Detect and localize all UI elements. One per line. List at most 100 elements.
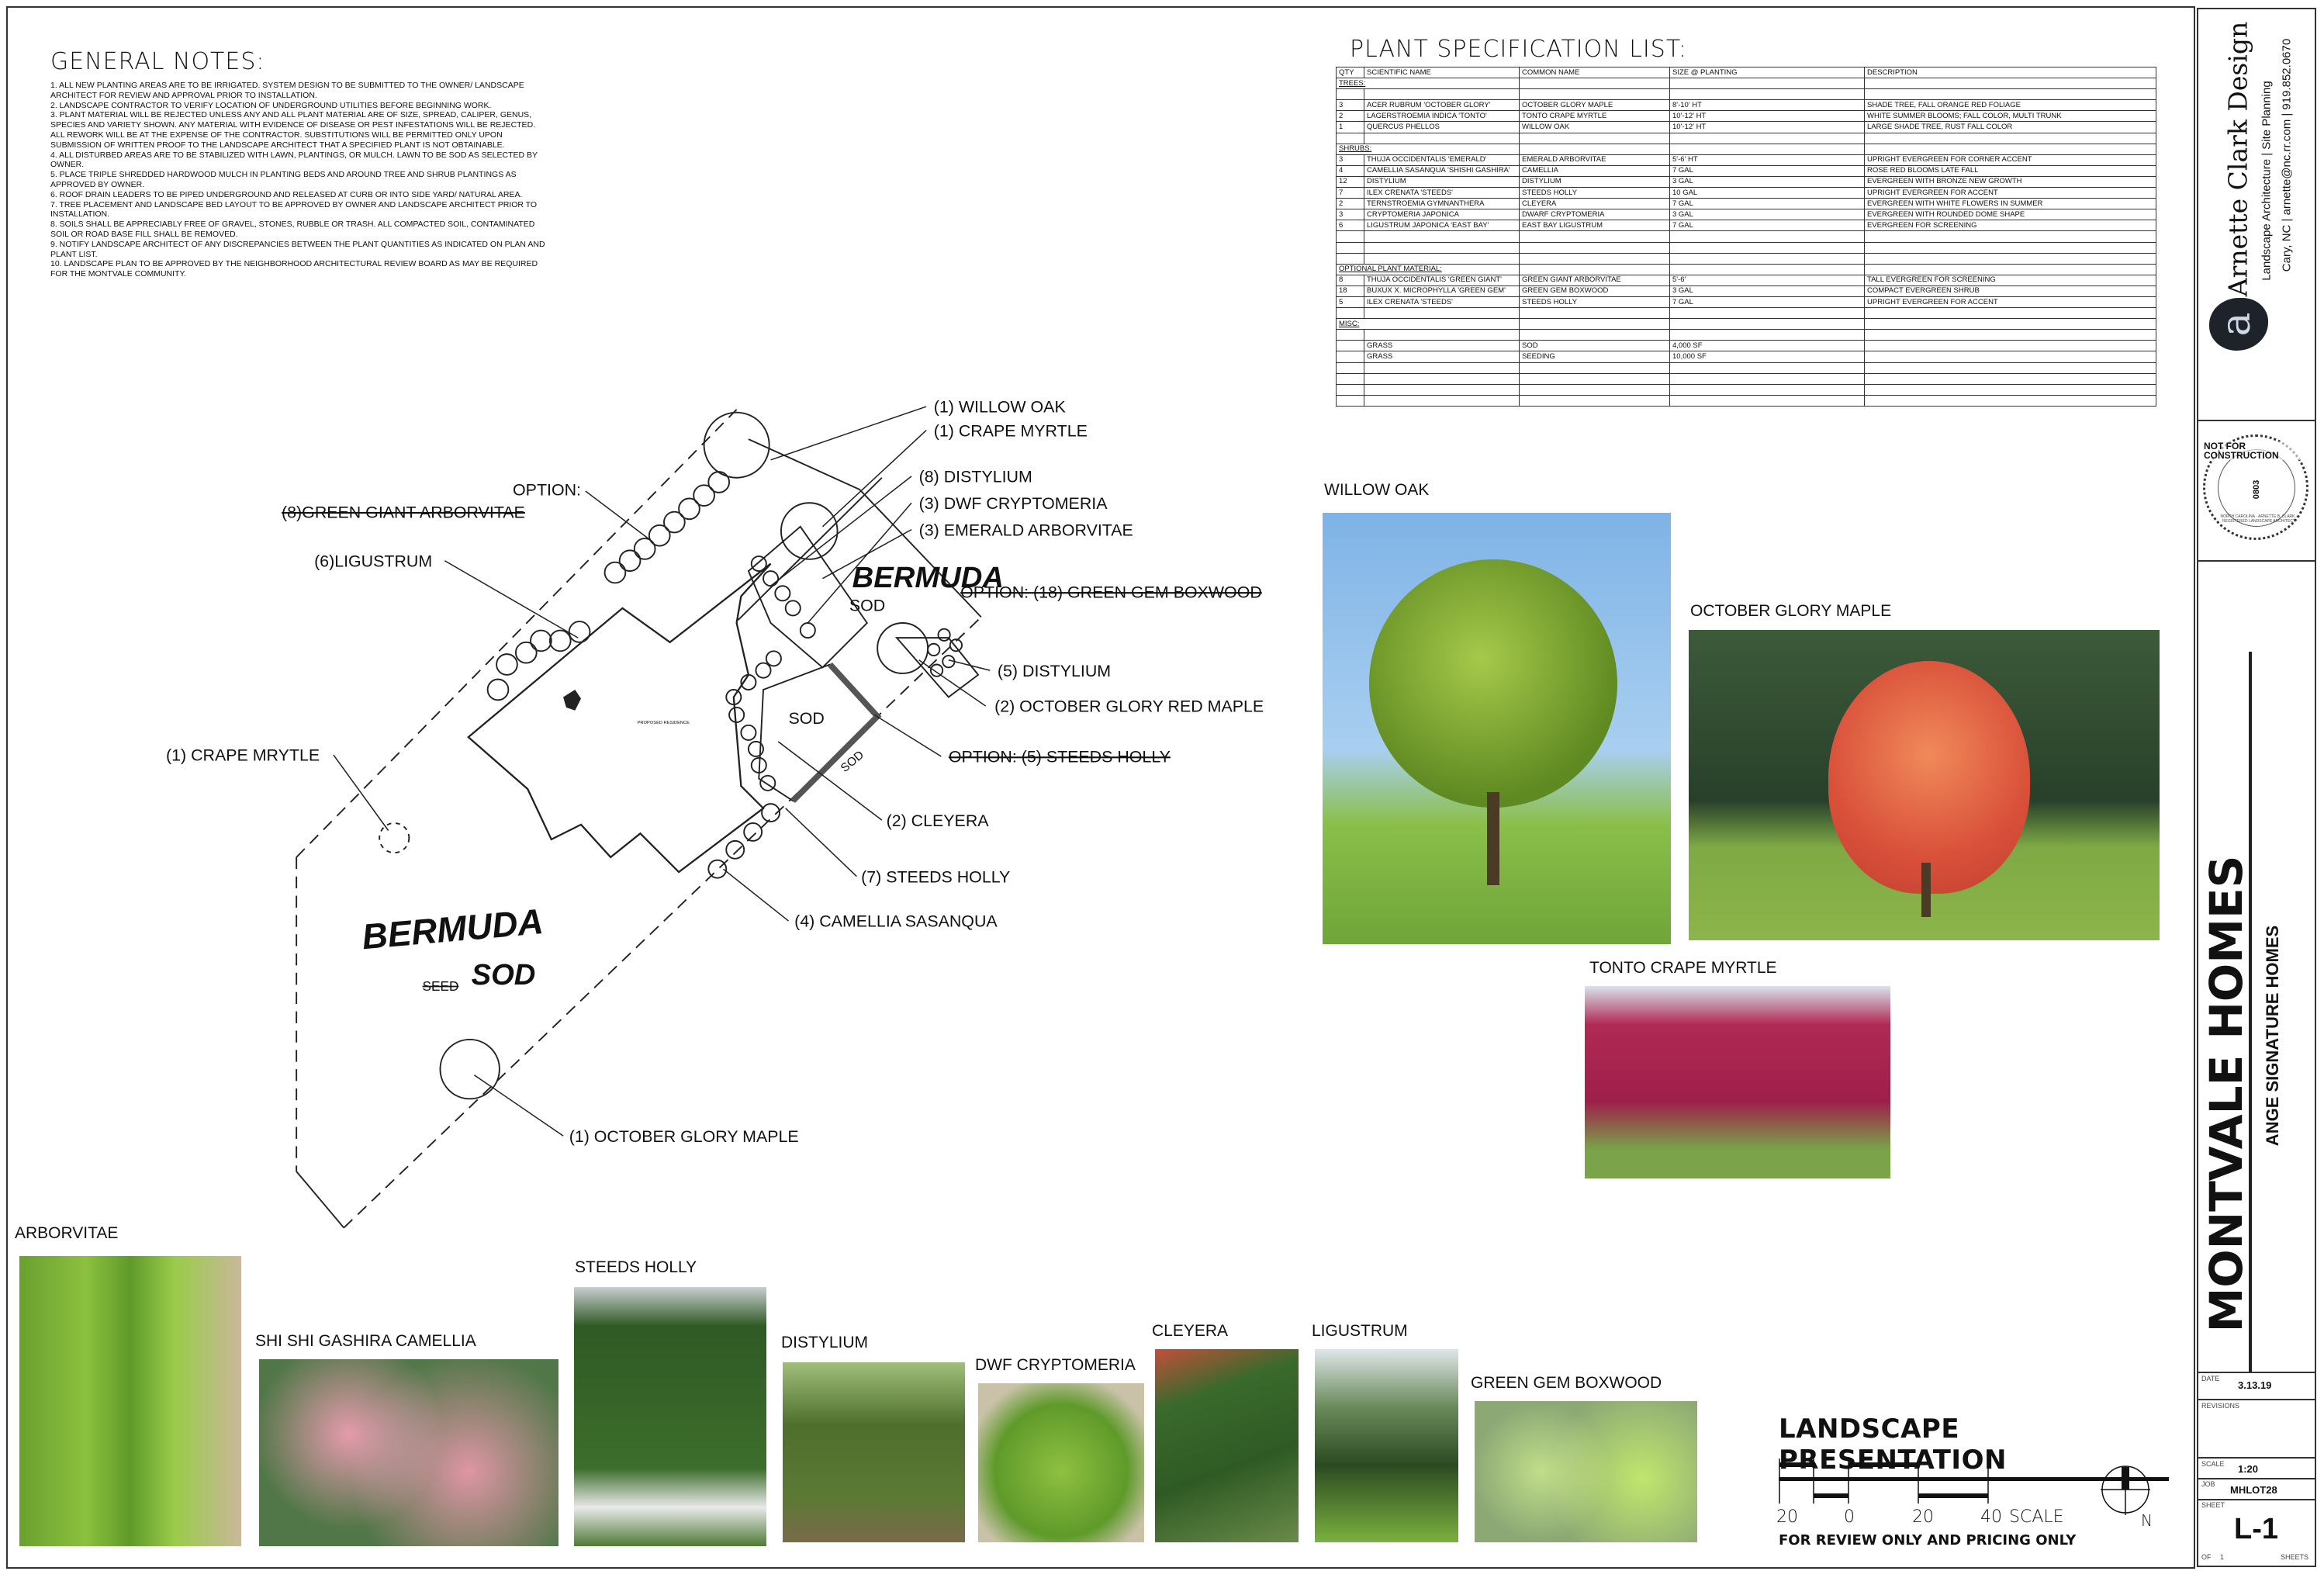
divider — [2197, 1499, 2316, 1500]
scale-tick-label: 40 — [1980, 1507, 2002, 1527]
section-label: OPTIONAL PLANT MATERIAL: — [1339, 265, 1442, 274]
label-steeds-holly: (7) STEEDS HOLLY — [861, 867, 1010, 886]
project-subtitle: ANGE SIGNATURE HOMES — [2263, 925, 2282, 1147]
label-emerald-arborvitae: (3) EMERALD ARBORVITAE — [919, 521, 1133, 539]
camellia-row — [707, 803, 780, 879]
photo-label-october-glory-maple: OCTOBER GLORY MAPLE — [1690, 602, 1892, 620]
note-item: 3. PLANT MATERIAL WILL BE REJECTED UNLES… — [50, 110, 536, 150]
label-camellia: (4) CAMELLIA SASANQUA — [794, 912, 998, 931]
leader-lines — [333, 406, 991, 1137]
label-cleyera: (2) CLEYERA — [887, 811, 990, 830]
project-title: MONTVALE HOMES — [2200, 855, 2253, 1333]
photo-label-camellia: SHI SHI GASHIRA CAMELLIA — [255, 1332, 476, 1350]
sheet-label: SHEET — [2201, 1501, 2225, 1509]
section-label: SHRUBS: — [1339, 144, 1372, 154]
maple-tree — [439, 1038, 500, 1100]
willow-oak-tree — [703, 411, 770, 479]
table-cell — [1864, 78, 2156, 90]
photo-label-green-gem-boxwood: GREEN GEM BOXWOOD — [1471, 1374, 1662, 1392]
label-residence: PROPOSED RESIDENCE — [638, 721, 690, 725]
label-sod: SOD — [789, 709, 825, 728]
label-crape-myrtle: (1) CRAPE MYRTLE — [934, 421, 1088, 440]
north-label: N — [2141, 1511, 2153, 1530]
divider — [2197, 1372, 2316, 1373]
label-option: OPTION: — [513, 481, 581, 500]
label-seed-struck: SEED — [423, 978, 459, 994]
photo-label-cleyera: CLEYERA — [1152, 1322, 1229, 1340]
photo-label-ligustrum: LIGUSTRUM — [1312, 1322, 1408, 1340]
bed-outline — [894, 637, 980, 698]
scale-tick-label: 0 — [1844, 1507, 1855, 1527]
label-option-boxwood-struck: OPTION: (18) GREEN GEM BOXWOOD — [960, 583, 1262, 602]
bed-outline — [747, 525, 869, 669]
divider — [2197, 1478, 2316, 1479]
handwritten-bermuda: BERMUDA — [360, 901, 545, 957]
october-glory-maple-photo — [1689, 630, 2160, 940]
crape-myrtle-tree — [379, 822, 410, 854]
sheets-label: SHEETS — [2281, 1553, 2309, 1561]
label-october-red-maple: (2) OCTOBER GLORY RED MAPLE — [994, 697, 1264, 716]
table-row — [1336, 329, 2156, 341]
distylium-photo — [783, 1362, 965, 1542]
label-crape-myrtle-left: (1) CRAPE MRYTLE — [166, 746, 320, 765]
photo-label-tonto-crape-myrtle: TONTO CRAPE MYRTLE — [1589, 959, 1777, 977]
sheet-number: L-1 — [2234, 1513, 2278, 1545]
sheet-border — [6, 6, 2195, 1569]
note-item: 9. NOTIFY LANDSCAPE ARCHITECT OF ANY DIS… — [50, 239, 545, 259]
job-value: MHLOT28 — [2230, 1484, 2277, 1496]
photo-label-arborvitae: ARBORVITAE — [15, 1224, 119, 1242]
maple-tree — [877, 622, 929, 674]
label-dwf-cryptomeria: (3) DWF CRYPTOMERIA — [919, 494, 1108, 513]
dwf-cryptomeria-photo — [978, 1383, 1144, 1542]
label-sod: SOD — [849, 597, 885, 615]
photo-label-willow-oak: WILLOW OAK — [1324, 481, 1430, 499]
of-count: 1 — [2220, 1553, 2225, 1561]
handwritten-sod: SOD — [472, 958, 536, 991]
label-willow-oak: (1) WILLOW OAK — [934, 398, 1067, 417]
note-item: 7. TREE PLACEMENT AND LANDSCAPE BED LAYO… — [50, 199, 538, 220]
shrub-beds — [725, 555, 963, 791]
divider — [2197, 420, 2316, 421]
divider — [2249, 652, 2252, 1372]
section-label: TREES: — [1339, 78, 1366, 88]
table-row — [1336, 252, 2156, 265]
scale-tick-label: 20 — [1912, 1507, 1934, 1527]
handwritten-bermuda: BERMUDA — [852, 561, 1004, 594]
note-item: 10. LANDSCAPE PLAN TO BE APPROVED BY THE… — [50, 259, 538, 279]
label-option-steeds-struck: OPTION: (5) STEEDS HOLLY — [949, 748, 1171, 767]
label-green-giant-struck: (8)GREEN GIANT ARBORVITAE — [282, 503, 525, 521]
table-cell: SIZE @ PLANTING — [1669, 66, 1865, 79]
green-gem-boxwood-photo — [1475, 1401, 1697, 1542]
seal-number: 0803 — [2252, 479, 2261, 500]
scale-label: SCALE — [2201, 1460, 2225, 1468]
table-cell: DESCRIPTION — [1864, 66, 2156, 79]
note-item: 6. ROOF DRAIN LEADERS TO BE PIPED UNDERG… — [50, 189, 523, 199]
review-note: FOR REVIEW ONLY AND PRICING ONLY — [1779, 1532, 2077, 1549]
plant-spec-title: PLANT SPECIFICATION LIST: — [1350, 36, 1687, 63]
seal-ring-text: NORTH CAROLINA · ARNETTE B. CLARK · REGI… — [2220, 514, 2298, 524]
company-contact: Cary, NC | arnette@nc.rr.com | 919.852.0… — [2280, 38, 2294, 272]
table-row — [1336, 241, 2156, 254]
table-section-row: OPTIONAL PLANT MATERIAL: — [1336, 263, 2156, 275]
company-name: Arnette Clark Design — [2222, 21, 2253, 297]
divider — [2197, 1457, 2316, 1459]
lot-line — [296, 1171, 345, 1229]
ligustrum-photo — [1315, 1349, 1458, 1542]
cleyera-photo — [1155, 1349, 1299, 1542]
divider — [2197, 1399, 2316, 1400]
scale-bar — [1779, 1459, 1989, 1504]
ligustrum-row — [486, 621, 591, 701]
date-value: 3.13.19 — [2238, 1379, 2272, 1391]
table-section-row: TREES: — [1336, 78, 2156, 90]
title-block — [2197, 8, 2316, 1567]
north-arrow-icon — [2101, 1466, 2150, 1515]
revisions-label: REVISIONS — [2201, 1402, 2240, 1410]
crape-myrtle-tree — [780, 502, 839, 560]
